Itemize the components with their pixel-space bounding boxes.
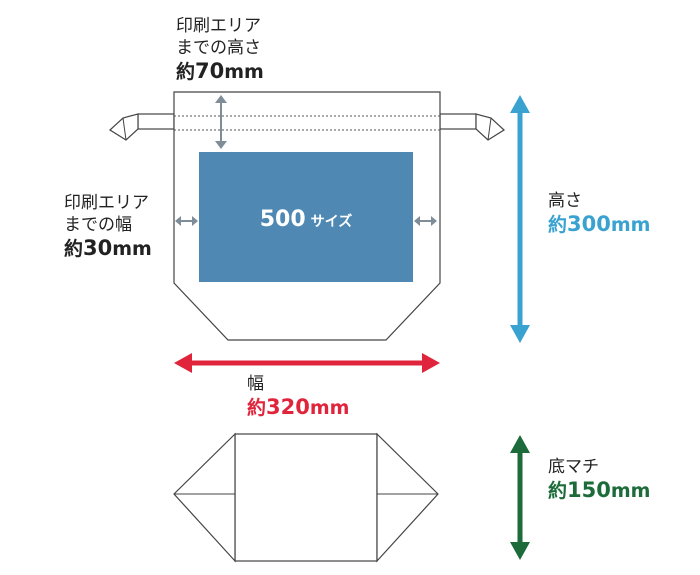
top-margin-arrow — [215, 95, 227, 149]
print-area-suffix: サイズ — [311, 213, 353, 230]
height-title: 高さ — [548, 191, 582, 211]
value-prefix: 約 — [64, 238, 84, 260]
value-unit: mm — [112, 238, 152, 260]
height-label: 高さ 約300mm — [548, 190, 650, 237]
value-unit: mm — [224, 61, 264, 83]
value-number: 300 — [567, 212, 611, 236]
side-margin-line1: 印刷エリア — [64, 193, 149, 213]
value-prefix: 約 — [176, 61, 196, 83]
top-margin-line1: 印刷エリア — [176, 16, 261, 36]
height-arrow — [510, 95, 530, 343]
width-arrow — [174, 353, 440, 373]
print-area — [199, 152, 413, 282]
value-number: 70 — [195, 59, 225, 83]
left-margin-arrow — [175, 216, 198, 226]
gusset-label: 底マチ 約150mm — [548, 456, 650, 503]
value-prefix: 約 — [247, 397, 267, 419]
value-prefix: 約 — [548, 214, 568, 236]
drawstring-right — [439, 113, 505, 141]
top-margin-label: 印刷エリア までの高さ 約70mm — [176, 15, 264, 84]
gusset-value: 約150mm — [548, 478, 650, 503]
top-margin-value: 約70mm — [176, 59, 264, 84]
height-value: 約300mm — [548, 212, 650, 237]
print-area-size: 500 — [260, 207, 306, 232]
top-margin-line2: までの高さ — [176, 38, 261, 58]
width-label: 幅 約320mm — [247, 373, 349, 420]
print-area-label: 500 サイズ — [260, 207, 353, 232]
side-margin-line2: までの幅 — [64, 215, 132, 235]
gusset-arrow — [510, 435, 530, 560]
side-margin-value: 約30mm — [64, 236, 152, 261]
width-value: 約320mm — [247, 395, 349, 420]
gusset-outline — [173, 432, 439, 563]
value-unit: mm — [610, 480, 651, 502]
value-number: 30 — [83, 236, 113, 260]
value-unit: mm — [610, 214, 651, 236]
value-number: 150 — [567, 478, 611, 502]
value-number: 320 — [266, 395, 310, 419]
gusset-title: 底マチ — [548, 457, 599, 477]
drawstring-left — [109, 113, 175, 141]
value-prefix: 約 — [548, 480, 568, 502]
right-margin-arrow — [414, 216, 437, 226]
value-unit: mm — [309, 397, 350, 419]
width-title: 幅 — [247, 374, 264, 394]
side-margin-label: 印刷エリア までの幅 約30mm — [64, 192, 152, 261]
